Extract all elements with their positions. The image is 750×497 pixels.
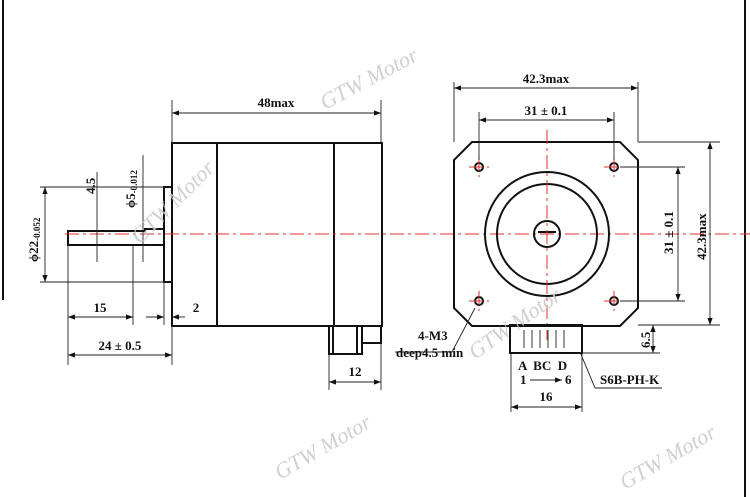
watermarks: GTW Motor GTW Motor GTW Motor GTW Motor … [126,42,721,494]
front-view: 42.3max 31 ± 0.1 31 ± 0.1 42.3max 6.5 4-… [395,71,720,412]
dim-shaft-len: 15 [94,300,108,315]
pin-end: 6 [565,372,572,387]
dim-height: 42.3max [694,213,709,260]
svg-text:GTW Motor: GTW Motor [316,42,423,114]
dim-shaft-dia: ϕ5-0.012 [123,170,139,208]
dim-shaft-total: 24 ± 0.5 [99,338,142,353]
connector-part-label: S6B-PH-K [600,372,660,387]
dim-connector-height: 6.5 [638,331,653,348]
dim-boss-dia: ϕ22-0.052 [26,217,42,262]
dim-hole-spacing-v: 31 ± 0.1 [661,211,676,254]
pin-labels: A BC D [518,358,567,373]
pin-start: 1 [520,372,527,387]
dim-connector-width-front: 16 [540,389,554,404]
dim-boss-height: 2 [193,300,200,315]
dim-length: 48max [258,95,295,110]
dim-width: 42.3max [523,71,570,86]
dim-hole-spacing-h: 31 ± 0.1 [525,103,568,118]
svg-text:GTW Motor: GTW Motor [615,419,721,494]
holes-label: 4-M3 [418,328,448,343]
dim-shaft-flat: 4.5 [83,177,98,194]
hole-depth-label: deep4.5 min [396,345,464,360]
side-view: 48max ϕ22-0.052 4.5 ϕ5-0.012 15 2 24 ± 0… [26,95,750,390]
dim-connector-width: 12 [349,364,362,379]
svg-text:GTW Motor: GTW Motor [270,409,376,484]
